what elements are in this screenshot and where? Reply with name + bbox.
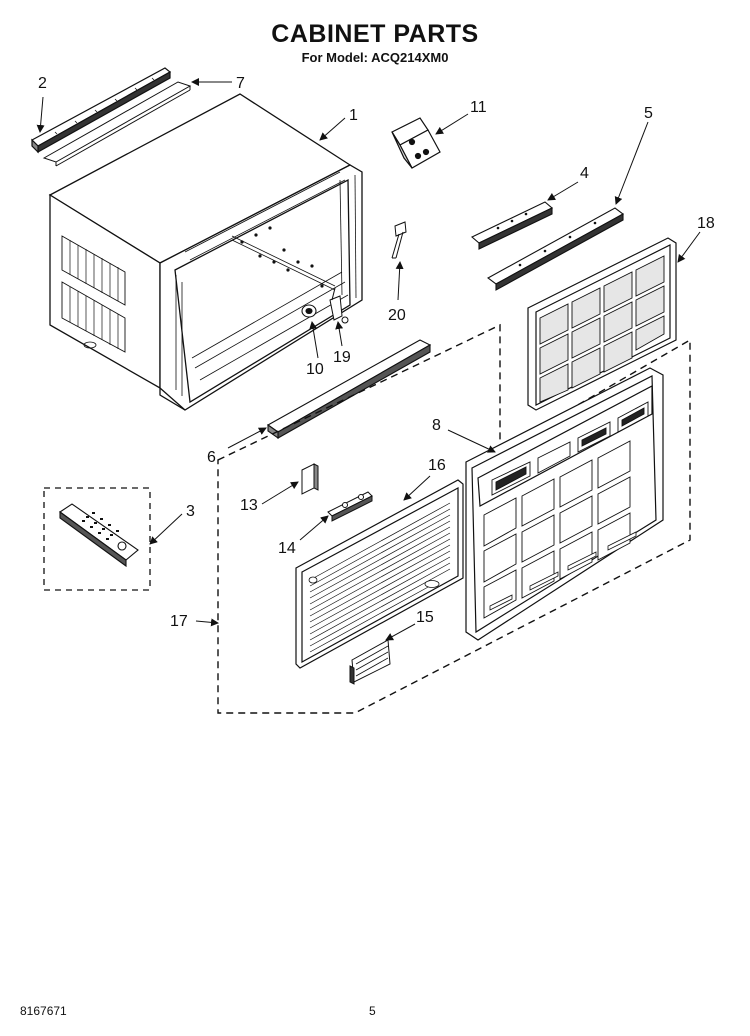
part-10-nut [301,304,317,318]
leader-lines [36,78,701,641]
part-20-screw [391,221,407,259]
callout-7: 7 [236,75,245,92]
callout-10: 10 [306,361,324,378]
part-6-rail [266,339,432,440]
callout-19: 19 [333,349,351,366]
callout-4: 4 [580,165,589,182]
part-19-clip [329,287,349,324]
callout-15: 15 [416,609,434,626]
document-number: 8167671 [20,1004,67,1018]
page-title: CABINET PARTS [271,20,479,48]
part-4-strip [471,201,553,250]
callout-3: 3 [186,503,195,520]
part-16-inlet-grille [295,479,464,669]
callout-18: 18 [697,215,715,232]
callout-6: 6 [207,449,216,466]
part-5-strip [486,207,625,291]
callout-20: 20 [388,307,406,324]
part-13-plate [301,463,319,495]
callout-1: 1 [349,107,358,124]
model-subtitle: For Model: ACQ214XM0 [301,50,449,65]
part-18-filter [527,237,677,411]
part-11-bracket [391,117,441,169]
callout-numbers: 2 7 1 11 5 4 18 20 10 19 6 8 13 16 3 14 … [38,75,715,630]
callout-14: 14 [278,540,296,557]
part-7-gasket-strip [42,81,192,167]
part-2-top-rail [31,67,172,154]
callout-13: 13 [240,497,258,514]
callout-17: 17 [170,613,188,630]
callout-16: 16 [428,457,446,474]
part-1-cabinet [48,93,363,411]
callout-11: 11 [470,99,487,116]
page-number: 5 [369,1004,376,1018]
callout-5: 5 [644,105,653,122]
part-14-latch [327,491,373,522]
part-8-front-panel [465,367,664,641]
callout-2: 2 [38,75,47,92]
callout-8: 8 [432,417,441,434]
part-3-remote [43,487,151,591]
part-15-bracket [349,639,391,685]
part-17-assembly-boundary [217,323,691,714]
